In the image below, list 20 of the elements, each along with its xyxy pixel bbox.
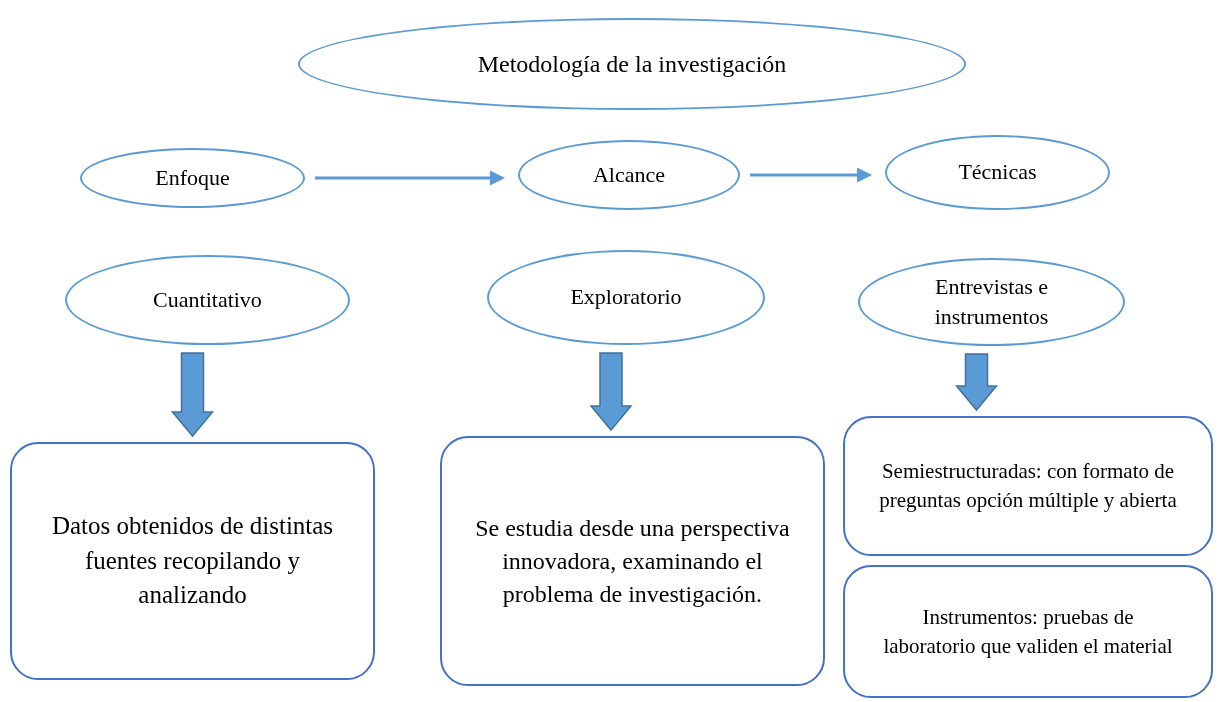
node-text: Alcance [592,160,666,189]
rounded-box [843,416,1213,556]
block-arrow [589,352,633,432]
node-text: Exploratorio [570,283,682,312]
rounded-box [843,565,1213,698]
arrow [750,167,872,183]
node-text: Técnicas [958,158,1037,187]
node-text: Cuantitativo [153,285,262,314]
block-arrow [954,353,999,412]
node-text: Se estudia desde una perspectiva innovadora, examinando el problema de investigación. [474,513,791,609]
node-text: Datos obtenidos de distintas fuentes recopilando y analizando [50,511,335,611]
arrow [315,170,505,186]
block-arrow [170,352,215,438]
node-text: Entrevistas e instrumentos [933,272,1050,331]
node-text: Enfoque [155,163,230,192]
node-text: Instrumentos: pruebas de laboratorio que validen el material [882,603,1174,660]
node-text: Metodología de la investigación [477,49,787,79]
node-text: Semiestructuradas: con formato de preguntas opción múltiple y abierta [878,458,1178,514]
rounded-box [440,436,825,686]
rounded-box [10,442,375,680]
